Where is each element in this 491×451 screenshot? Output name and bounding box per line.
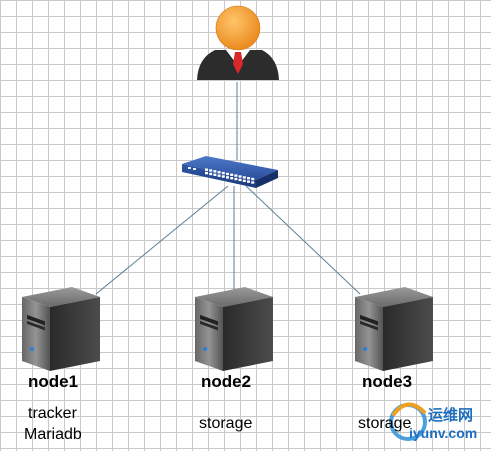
switch-port: [238, 178, 242, 182]
switch-port: [213, 170, 217, 173]
switch-port: [209, 169, 213, 172]
switch-port: [209, 172, 213, 176]
node2-label: node2: [201, 372, 252, 391]
watermark-domain: iyunv.com: [409, 425, 478, 441]
switch-port: [226, 172, 229, 176]
switch-port: [230, 173, 234, 176]
node3-label: node3: [362, 372, 413, 391]
node1-role-tracker: tracker: [28, 405, 77, 422]
switch-port: [234, 177, 238, 181]
switch-port: [247, 177, 250, 180]
switch-port: [205, 168, 208, 171]
node1-role-mariadb: Mariadb: [24, 426, 82, 443]
link-switch-node3: [245, 185, 361, 295]
server-icon-node1: [22, 287, 100, 371]
switch-port: [234, 174, 238, 177]
switch-port: [226, 176, 229, 179]
watermark-chinese: 运维网: [428, 407, 474, 424]
switch-port: [213, 173, 217, 176]
user-icon: [197, 5, 279, 80]
network-switch-icon: [182, 156, 278, 188]
switch-port: [238, 175, 242, 178]
link-switch-node1: [95, 185, 229, 295]
switch-ports: [205, 168, 255, 184]
switch-port: [221, 175, 225, 178]
server-icon-node3: [355, 287, 433, 371]
switch-port: [247, 180, 250, 183]
server-icon-node2: [195, 287, 273, 371]
switch-port: [217, 171, 221, 174]
switch-port: [251, 177, 255, 181]
switch-port: [251, 181, 255, 184]
node1-label: node1: [28, 372, 79, 391]
watermark-logo-icon: [389, 402, 427, 441]
switch-port: [242, 179, 246, 182]
node3-role-storage: storage: [358, 415, 412, 432]
switch-port: [242, 176, 246, 179]
switch-port: [217, 174, 221, 177]
switch-port: [205, 171, 208, 175]
switch-port: [221, 171, 225, 175]
node2-role-storage: storage: [199, 415, 253, 432]
switch-port: [230, 177, 234, 180]
